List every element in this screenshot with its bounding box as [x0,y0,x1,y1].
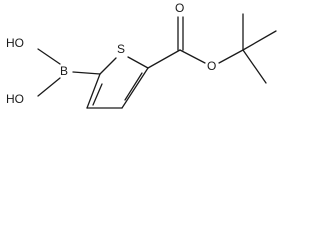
bond-c4-c5 [121,67,149,109]
bond-carbonyl-o-ester [179,49,206,64]
bond-o-tbutyl [218,49,244,64]
bond-tbutyl-methyl-down [242,49,267,84]
bond-s-c2 [99,57,117,75]
atom-label-sulfur: S [117,42,125,56]
atom-label-boron: B [60,64,68,78]
bond-b-oh-bottom [37,77,61,97]
chemical-structure-diagram: S B HO HO O O [6,1,277,109]
bond-c4-c5-inner [124,72,143,101]
atom-label-hydroxyl-bottom: HO [6,92,24,106]
bond-tbutyl-methyl-right [242,30,277,51]
bond-c5-s [127,56,149,69]
bond-c2-c3-inner [92,83,103,106]
atom-label-carbonyl-oxygen: O [175,1,184,15]
bond-c2-c3 [86,73,101,109]
bond-b-oh-top [37,48,61,65]
bond-c5-carbonyl [147,49,181,69]
bond-c2-b [72,71,101,75]
atom-label-ester-oxygen: O [207,59,216,73]
atom-label-hydroxyl-top: HO [6,36,24,50]
